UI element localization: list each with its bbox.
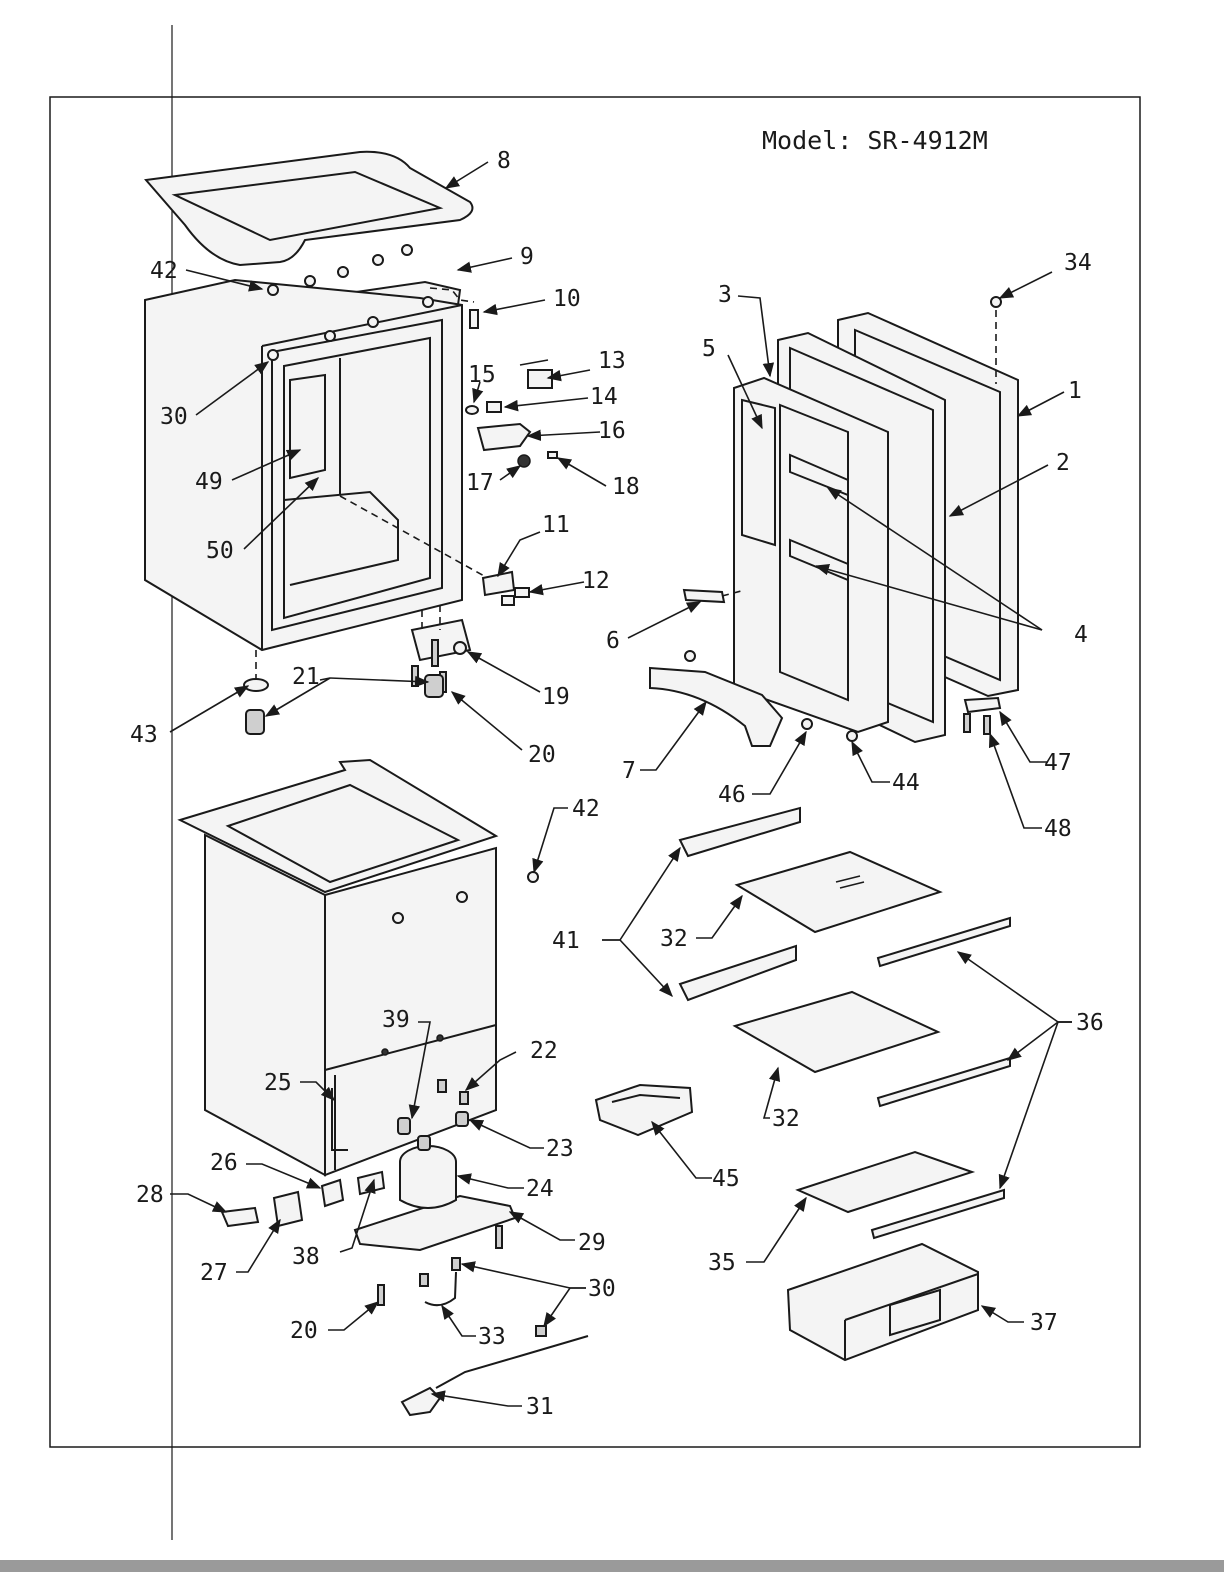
callout-50: 50 [206,538,234,564]
callout-14: 14 [590,384,618,410]
callout-42-lower: 42 [572,796,600,822]
callout-3: 3 [718,282,732,308]
callout-30: 30 [160,404,188,430]
callout-42: 42 [150,258,178,284]
glass-shelf-lower [735,992,938,1072]
leveling-feet [244,650,443,734]
callout-19: 19 [542,684,570,710]
callout-43: 43 [130,722,158,748]
callout-32-upper: 32 [660,926,688,952]
callout-31: 31 [526,1394,554,1420]
model-label: Model: SR-4912M [762,126,988,155]
callout-30-lower: 30 [588,1276,616,1302]
callout-11: 11 [542,512,570,538]
callout-37: 37 [1030,1310,1058,1336]
callout-1: 1 [1068,378,1082,404]
shelf-rail-upper-left [680,808,800,856]
callout-9: 9 [520,244,534,270]
callout-33: 33 [478,1324,506,1350]
callout-4: 4 [1074,622,1088,648]
callout-46: 46 [718,782,746,808]
glass-shelf-upper [737,852,940,932]
callout-47: 47 [1044,750,1072,776]
callout-20-upper: 20 [528,742,556,768]
callout-8: 8 [497,148,511,174]
callout-39: 39 [382,1007,410,1033]
callout-12: 12 [582,568,610,594]
callout-25: 25 [264,1070,292,1096]
callout-20-lower: 20 [290,1318,318,1344]
callout-21: 21 [292,664,320,690]
callout-49: 49 [195,469,223,495]
cabinet-body [145,280,462,650]
callout-15: 15 [468,362,496,388]
callout-17: 17 [466,470,494,496]
callout-13: 13 [598,348,626,374]
crisper-drawer [788,1244,978,1360]
callout-5: 5 [702,336,716,362]
callout-35: 35 [708,1250,736,1276]
callout-26: 26 [210,1150,238,1176]
callout-16: 16 [598,418,626,444]
callout-28: 28 [136,1182,164,1208]
callout-23: 23 [546,1136,574,1162]
callout-34: 34 [1064,250,1092,276]
callout-7: 7 [622,758,636,784]
callout-27: 27 [200,1260,228,1286]
callout-36: 36 [1076,1010,1104,1036]
callout-22: 22 [530,1038,558,1064]
callout-10: 10 [553,286,581,312]
callout-38: 38 [292,1244,320,1270]
callout-48: 48 [1044,816,1072,842]
callout-18: 18 [612,474,640,500]
callout-24: 24 [526,1176,554,1202]
bottom-scan-band [0,1560,1224,1572]
shelf-rail-lower-left [680,946,796,1000]
callout-44: 44 [892,770,920,796]
callout-41: 41 [552,928,580,954]
callout-32-lower: 32 [772,1106,800,1132]
callout-6: 6 [606,628,620,654]
electrical-parts [222,1172,546,1336]
cabinet-top-cover [146,152,472,265]
drip-tray [596,1085,692,1135]
crisper-cover [798,1152,972,1212]
callout-29: 29 [578,1230,606,1256]
cabinet-shell [180,760,538,1175]
callout-45: 45 [712,1166,740,1192]
callout-2: 2 [1056,450,1070,476]
